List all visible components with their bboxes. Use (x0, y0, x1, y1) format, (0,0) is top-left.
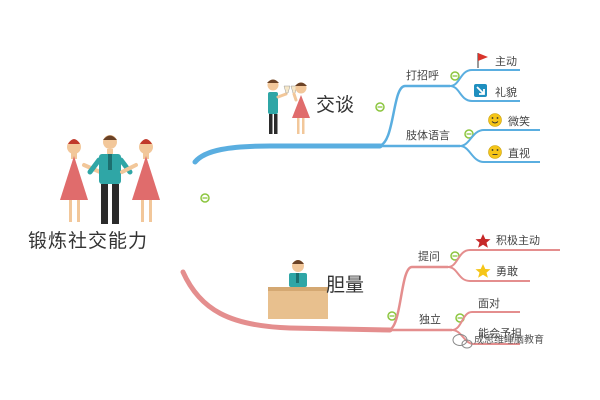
greet-collapse-toggle[interactable] (450, 71, 460, 81)
leaf-polite: 礼貌 (495, 86, 517, 99)
sub-node-greet: 打招呼 (406, 69, 439, 82)
woman-figure-left (60, 139, 102, 222)
sub-node-ask: 提问 (418, 250, 440, 263)
root-people-illustration (60, 135, 160, 224)
connector-courage-ask (387, 265, 448, 332)
branch-courage-collapse-toggle[interactable] (387, 311, 397, 321)
connector-greet-polite (449, 85, 520, 102)
connector-talk-greet (377, 84, 450, 148)
red-main-trunk (180, 269, 393, 333)
branch-talk-illustration (267, 79, 310, 134)
connector-ask-brave (447, 266, 530, 282)
leaf-proactive: 积极主动 (496, 234, 540, 247)
watermark-logo-icon (452, 334, 473, 349)
leaf-gaze: 直视 (508, 147, 530, 160)
connector-independent-face (451, 311, 520, 331)
down-right-arrow-icon (474, 84, 487, 97)
branch-talk-collapse-toggle[interactable] (375, 102, 385, 112)
red-flag-icon (477, 53, 488, 68)
branch-courage-illustration (268, 260, 328, 319)
root-collapse-toggle[interactable] (200, 193, 210, 203)
connector-body-smile (459, 129, 540, 147)
connector-greet-active (449, 69, 520, 87)
red-star-icon (475, 234, 491, 248)
sub-node-independent: 独立 (419, 313, 441, 326)
sub-node-body-language: 肢体语言 (406, 129, 450, 142)
connector-body-gaze (459, 145, 540, 163)
woman-figure-right (120, 139, 160, 222)
branch-talk-title: 交谈 (316, 94, 355, 116)
leaf-bear: 能会予担 (478, 327, 522, 340)
leaf-face: 面对 (478, 297, 500, 310)
man-figure-center (87, 135, 133, 224)
gold-star-icon (475, 264, 491, 278)
body-language-collapse-toggle[interactable] (464, 129, 474, 139)
neutral-face-icon (488, 145, 502, 159)
watermark-text: 成思维睡脑教育 (474, 335, 544, 346)
root-title: 锻炼社交能力 (28, 230, 149, 252)
blue-main-trunk (192, 143, 383, 165)
leaf-smile: 微笑 (508, 115, 530, 128)
leaf-active: 主动 (495, 55, 517, 68)
smiley-face-icon (488, 113, 502, 127)
branch-courage-title: 胆量 (326, 274, 365, 296)
connector-independent-bear (451, 329, 520, 345)
leaf-brave: 勇敢 (496, 265, 518, 278)
